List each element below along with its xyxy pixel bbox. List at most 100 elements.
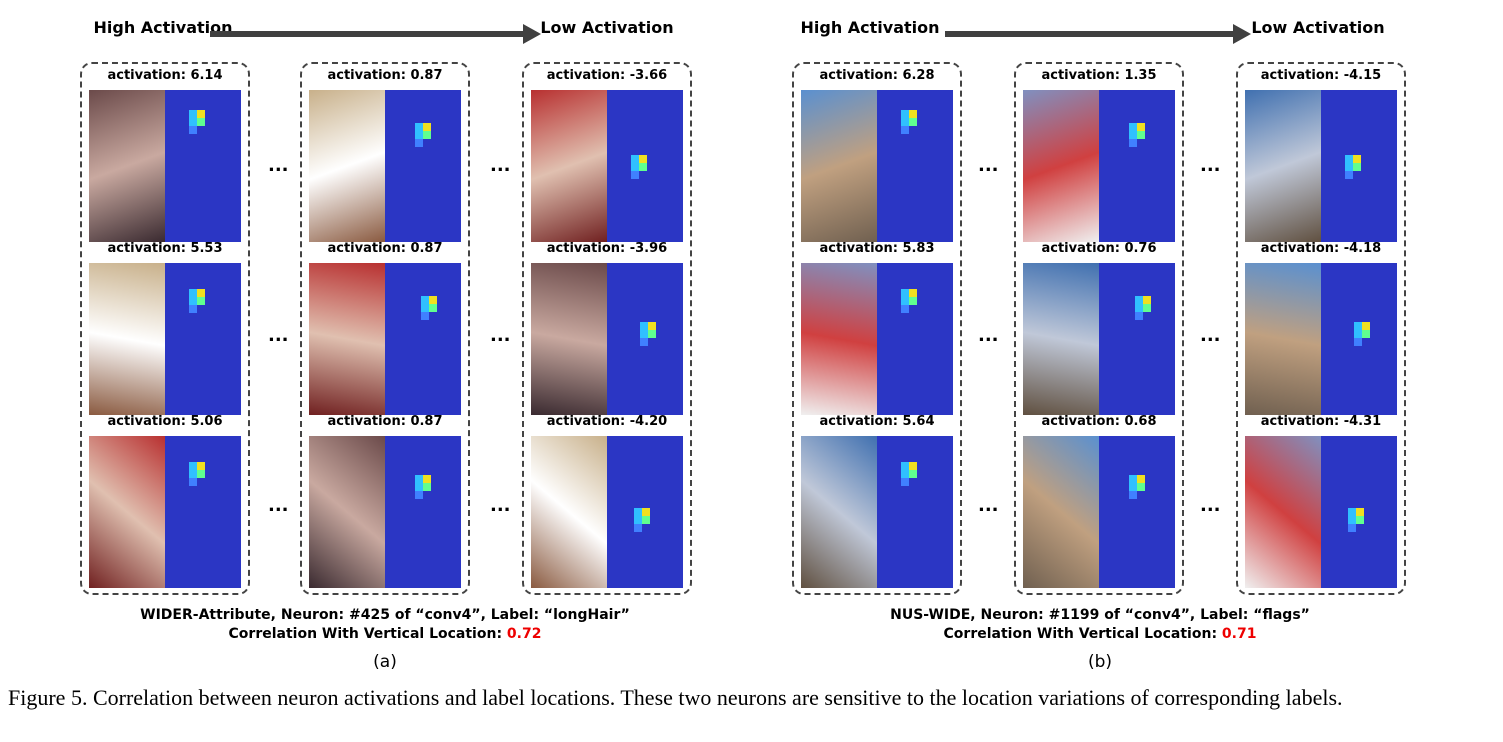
heatmap-hotspot <box>415 475 423 483</box>
activation-heatmap <box>385 90 461 242</box>
heatmap-hotspot <box>639 163 647 171</box>
sample-image <box>1023 436 1099 588</box>
sample-image <box>531 436 607 588</box>
activation-heatmap <box>1099 263 1175 415</box>
heatmap-hotspot <box>1135 312 1143 320</box>
heatmap-hotspot <box>1354 322 1362 330</box>
panel-caption-correlation: Correlation With Vertical Location: 0.71 <box>750 625 1450 644</box>
activation-value: activation: 0.76 <box>1041 241 1157 256</box>
heatmap-hotspot <box>642 516 650 524</box>
activation-value: activation: -3.66 <box>546 68 668 83</box>
sample-image <box>1023 90 1099 242</box>
heatmap-hotspot <box>640 330 648 338</box>
heatmap-hotspot <box>189 297 197 305</box>
heatmap-hotspot <box>1129 483 1137 491</box>
ellipsis: ... <box>1200 495 1221 516</box>
activation-heatmap <box>165 263 241 415</box>
heatmap-hotspot <box>634 508 642 516</box>
activation-heatmap <box>165 436 241 588</box>
heatmap-hotspot <box>189 126 197 134</box>
heatmap-hotspot <box>901 305 909 313</box>
ellipsis: ... <box>490 155 511 176</box>
heatmap-hotspot <box>415 123 423 131</box>
heatmap-hotspot <box>1129 491 1137 499</box>
sample-image <box>1245 263 1321 415</box>
activation-value: activation: 0.87 <box>327 414 443 429</box>
heatmap-hotspot <box>415 483 423 491</box>
activation-heatmap <box>877 436 953 588</box>
heatmap-hotspot <box>197 289 205 297</box>
activation-value: activation: -4.18 <box>1260 241 1382 256</box>
heatmap-hotspot <box>1129 475 1137 483</box>
heatmap-hotspot <box>423 123 431 131</box>
sample-image <box>309 436 385 588</box>
heatmap-hotspot <box>189 462 197 470</box>
heatmap-hotspot <box>909 289 917 297</box>
sample-image <box>309 90 385 242</box>
heatmap-hotspot <box>901 462 909 470</box>
activation-value: activation: 0.87 <box>327 241 443 256</box>
correlation-value: 0.71 <box>1221 626 1257 642</box>
heatmap-hotspot <box>909 110 917 118</box>
activation-group <box>522 62 692 595</box>
heatmap-hotspot <box>1137 131 1145 139</box>
heatmap-hotspot <box>1129 139 1137 147</box>
heatmap-hotspot <box>1143 296 1151 304</box>
ellipsis: ... <box>978 155 999 176</box>
activation-heatmap <box>1321 436 1397 588</box>
heatmap-hotspot <box>909 297 917 305</box>
high-activation-label: High Activation <box>800 18 940 37</box>
activation-group <box>300 62 470 595</box>
heatmap-hotspot <box>197 297 205 305</box>
panel-caption-correlation: Correlation With Vertical Location: 0.72 <box>35 625 735 644</box>
high-activation-label: High Activation <box>93 18 233 37</box>
heatmap-hotspot <box>1348 524 1356 532</box>
heatmap-hotspot <box>1135 296 1143 304</box>
heatmap-hotspot <box>1353 163 1361 171</box>
heatmap-hotspot <box>909 470 917 478</box>
heatmap-hotspot <box>197 470 205 478</box>
figure-caption: Figure 5. Correlation between neuron act… <box>8 685 1343 710</box>
low-activation-label: Low Activation <box>540 18 674 37</box>
sample-image <box>1023 263 1099 415</box>
heatmap-hotspot <box>901 110 909 118</box>
activation-heatmap <box>385 263 461 415</box>
activation-group <box>1236 62 1406 595</box>
activation-value: activation: -3.96 <box>546 241 668 256</box>
sample-image <box>801 90 877 242</box>
correlation-label: Correlation With Vertical Location: <box>943 626 1222 642</box>
heatmap-hotspot <box>1137 483 1145 491</box>
correlation-value: 0.72 <box>506 626 542 642</box>
ellipsis: ... <box>268 155 289 176</box>
heatmap-hotspot <box>1345 171 1353 179</box>
activation-value: activation: -4.20 <box>546 414 668 429</box>
heatmap-hotspot <box>631 171 639 179</box>
heatmap-hotspot <box>1345 155 1353 163</box>
heatmap-hotspot <box>640 338 648 346</box>
ellipsis: ... <box>268 495 289 516</box>
activation-heatmap <box>1099 436 1175 588</box>
sample-image <box>89 263 165 415</box>
heatmap-hotspot <box>648 322 656 330</box>
activation-value: activation: -4.15 <box>1260 68 1382 83</box>
heatmap-hotspot <box>421 312 429 320</box>
activation-heatmap <box>385 436 461 588</box>
heatmap-hotspot <box>909 462 917 470</box>
activation-heatmap <box>877 263 953 415</box>
activation-heatmap <box>165 90 241 242</box>
heatmap-hotspot <box>634 516 642 524</box>
activation-value: activation: 6.14 <box>107 68 223 83</box>
sample-image <box>89 90 165 242</box>
heatmap-hotspot <box>631 155 639 163</box>
heatmap-hotspot <box>1354 330 1362 338</box>
heatmap-hotspot <box>1129 123 1137 131</box>
heatmap-hotspot <box>197 118 205 126</box>
sample-image <box>801 436 877 588</box>
heatmap-hotspot <box>1137 123 1145 131</box>
activation-value: activation: 6.28 <box>819 68 935 83</box>
heatmap-hotspot <box>197 110 205 118</box>
heatmap-hotspot <box>1345 163 1353 171</box>
ellipsis: ... <box>1200 155 1221 176</box>
correlation-label: Correlation With Vertical Location: <box>228 626 507 642</box>
heatmap-hotspot <box>423 131 431 139</box>
